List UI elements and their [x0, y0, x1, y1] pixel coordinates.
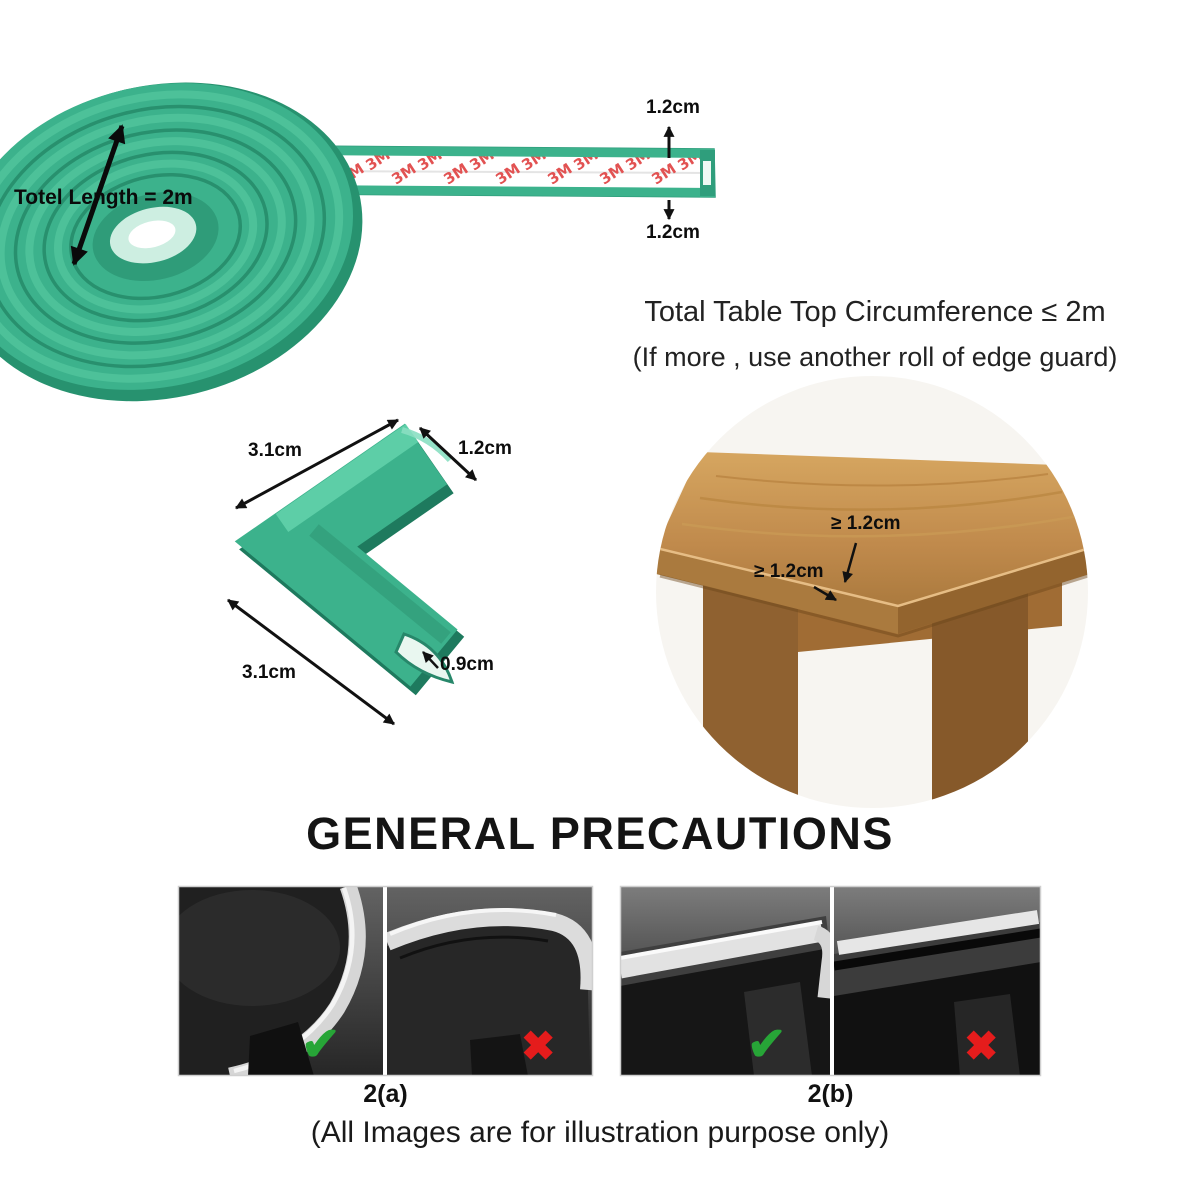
disclaimer-text: (All Images are for illustration purpose…	[310, 1116, 890, 1149]
figure-label-2b: 2(b)	[807, 1080, 854, 1108]
table-photo-graphic	[656, 376, 1088, 808]
table-min-edge-side-label: ≥ 1.2cm	[754, 561, 824, 582]
circumference-note-line1: Total Table Top Circumference ≤ 2m	[644, 296, 1106, 328]
circumference-note-line2: (If more , use another roll of edge guar…	[632, 342, 1118, 372]
coil-length-arrow	[70, 124, 126, 266]
precaution-photo-a2	[387, 886, 593, 1076]
strip-bottom-dimension-label: 1.2cm	[646, 222, 700, 243]
corner-bottom-arm-dimension-label: 3.1cm	[242, 662, 296, 683]
table-dimension-arrows	[813, 542, 858, 602]
table-min-edge-top-label: ≥ 1.2cm	[831, 513, 901, 534]
corner-top-arm-dimension-label: 3.1cm	[248, 440, 302, 461]
precaution-photo-a1	[178, 886, 383, 1076]
photo-pair-a-border	[177, 885, 594, 1077]
coil-length-label: Totel Length = 2m	[14, 186, 193, 209]
precautions-title: GENERAL PRECAUTIONS	[306, 808, 894, 859]
correct-check-icon: ✔	[747, 1017, 787, 1070]
coil-graphic	[0, 82, 363, 402]
incorrect-cross-icon: ✖	[521, 1023, 556, 1069]
corner-top-width-dimension-label: 1.2cm	[458, 438, 512, 459]
edge-guard-strip-graphic: 3M 3M 3M 3M 3M 3M 3M 3M 3M 3M 3M 3M 3M 3…	[299, 145, 716, 198]
precaution-photo-b1	[620, 886, 830, 1076]
corner-thickness-dimension-label: 0.9cm	[440, 654, 494, 675]
correct-check-icon: ✔	[301, 1017, 341, 1070]
precaution-photo-b2	[834, 886, 1041, 1076]
photo-pair-b-border	[619, 885, 1042, 1077]
strip-top-dimension-label: 1.2cm	[646, 97, 700, 118]
incorrect-cross-icon: ✖	[964, 1023, 999, 1069]
corner-dimension-arrows	[227, 418, 478, 726]
figure-label-2a: 2(a)	[363, 1080, 408, 1108]
